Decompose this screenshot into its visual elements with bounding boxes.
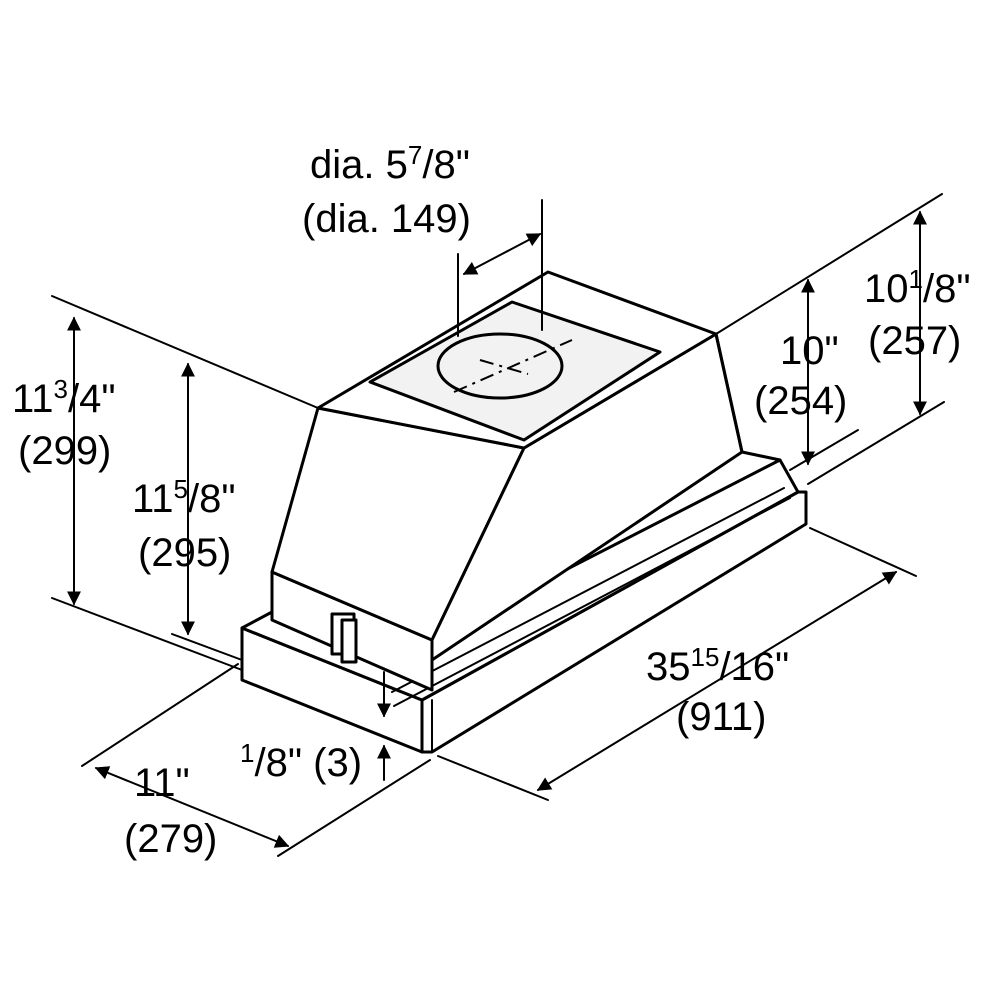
dim-overall-height: 113/4" (299) (12, 295, 319, 671)
dim-frame-thickness: 1/8" (3) (240, 671, 391, 785)
rear-inner-metric: (254) (754, 379, 847, 423)
rear-outer-label: 101/8" (864, 264, 971, 311)
width-label: 3515/16" (646, 642, 789, 689)
overall-height-label: 113/4" (12, 374, 116, 421)
dim-rear-heights: 101/8" (257) 10" (254) (715, 193, 971, 485)
duct-dia-label: dia. 57/8" (310, 140, 470, 187)
duct-dia-metric: (dia. 149) (302, 197, 471, 241)
body-height-metric: (295) (138, 531, 231, 575)
dim-body-height: 115/8" (295) (132, 362, 243, 661)
width-metric: (911) (676, 695, 766, 739)
body-height-label: 115/8" (132, 474, 236, 521)
rear-outer-metric: (257) (868, 319, 961, 363)
rear-inner-label: 10" (780, 329, 839, 373)
control-switch (330, 612, 358, 664)
dim-depth: 11" (279) (81, 663, 431, 861)
frame-thickness-label: 1/8" (3) (240, 738, 362, 785)
duct-collar (436, 332, 564, 400)
depth-label: 11" (134, 761, 190, 805)
depth-metric: (279) (124, 817, 217, 861)
dim-duct-diameter: dia. 57/8" (dia. 149) (302, 140, 543, 337)
overall-height-metric: (299) (18, 429, 111, 473)
dim-width: 3515/16" (911) (437, 527, 917, 801)
